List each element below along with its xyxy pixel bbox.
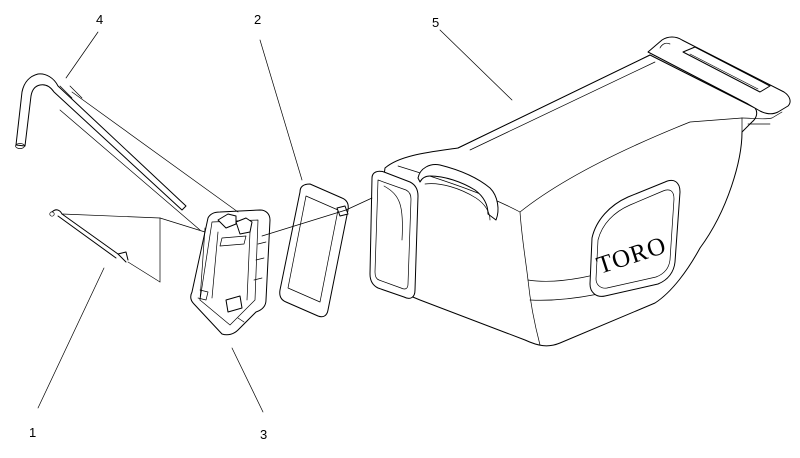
part-2-seal [279, 183, 349, 318]
assembly-lines [59, 91, 373, 283]
callout-1: 1 [29, 425, 36, 440]
leader-3 [231, 347, 264, 413]
callout-5: 5 [432, 15, 439, 30]
callout-2: 2 [254, 12, 261, 27]
leader-2 [259, 39, 303, 181]
callout-3: 3 [260, 427, 267, 442]
leader-1 [37, 267, 105, 409]
callout-leaders [37, 29, 513, 413]
leader-4 [65, 31, 99, 79]
callout-4: 4 [96, 12, 103, 27]
part-3-frame [190, 209, 271, 336]
callout-labels: 1 2 3 4 5 [29, 12, 439, 442]
leader-5 [439, 29, 513, 101]
part-5-grass-bag: TORO [369, 36, 791, 347]
part-1-clip [49, 209, 129, 263]
part-4-rod [15, 73, 187, 211]
